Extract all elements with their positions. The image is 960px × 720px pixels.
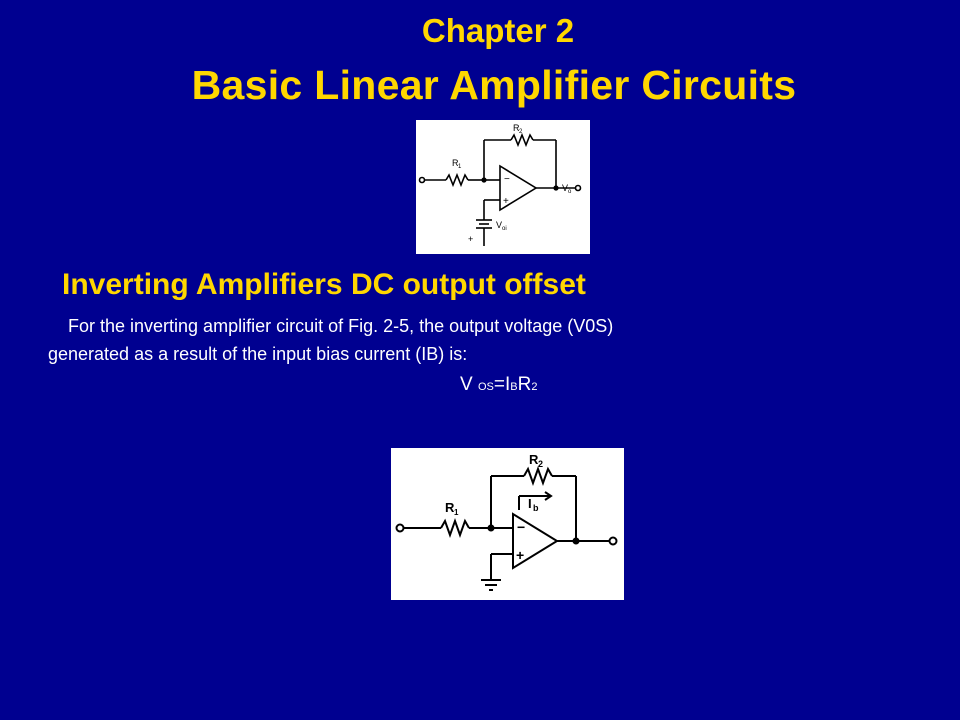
bias-current-figure: R 1 R 2 I b − +	[391, 448, 624, 600]
inverting-input-sign: −	[517, 519, 525, 535]
section-subheading: Inverting Amplifiers DC output offset	[62, 268, 586, 301]
formula-b-subscript: B	[510, 381, 518, 393]
r1-subscript: 1	[454, 508, 459, 517]
circuit-diagram-bottom: R 1 R 2 I b − +	[395, 452, 618, 591]
voi-label: V	[496, 220, 502, 230]
r2-subscript: 2	[519, 129, 523, 135]
battery-plus-sign: +	[468, 234, 473, 244]
body-text-line-2: generated as a result of the input bias …	[48, 344, 468, 364]
noninverting-input-sign: +	[503, 196, 509, 207]
r1-label: R	[445, 500, 455, 515]
r2-label: R	[529, 452, 539, 467]
formula-r: R	[517, 374, 532, 395]
vo-label: V	[562, 183, 568, 193]
r1-label: R	[452, 158, 459, 168]
inverting-input-sign: −	[504, 174, 510, 185]
formula-os-subscript: OS	[477, 381, 494, 393]
noninverting-input-sign: +	[516, 547, 524, 563]
offset-formula: V OS=IBR2	[460, 374, 537, 396]
vo-subscript: o	[568, 189, 572, 195]
voi-subscript: oi	[502, 226, 507, 232]
slide-title: Basic Linear Amplifier Circuits	[191, 62, 797, 108]
formula-equals-i: =I	[493, 374, 511, 395]
r2-subscript: 2	[538, 459, 543, 469]
formula-v: V	[460, 374, 473, 395]
ib-subscript: b	[533, 503, 539, 513]
r2-label: R	[513, 123, 520, 133]
circuit-diagram-top: R 1 R 2 − + V o V oi +	[418, 123, 582, 246]
chapter-heading: Chapter 2	[421, 12, 575, 49]
inverting-amplifier-offset-figure: R 1 R 2 − + V o V oi +	[416, 120, 590, 254]
ib-label: I	[528, 496, 532, 511]
body-text-line-1: For the inverting amplifier circuit of F…	[68, 316, 614, 336]
r1-subscript: 1	[458, 164, 462, 170]
formula-2-subscript: 2	[531, 381, 538, 393]
